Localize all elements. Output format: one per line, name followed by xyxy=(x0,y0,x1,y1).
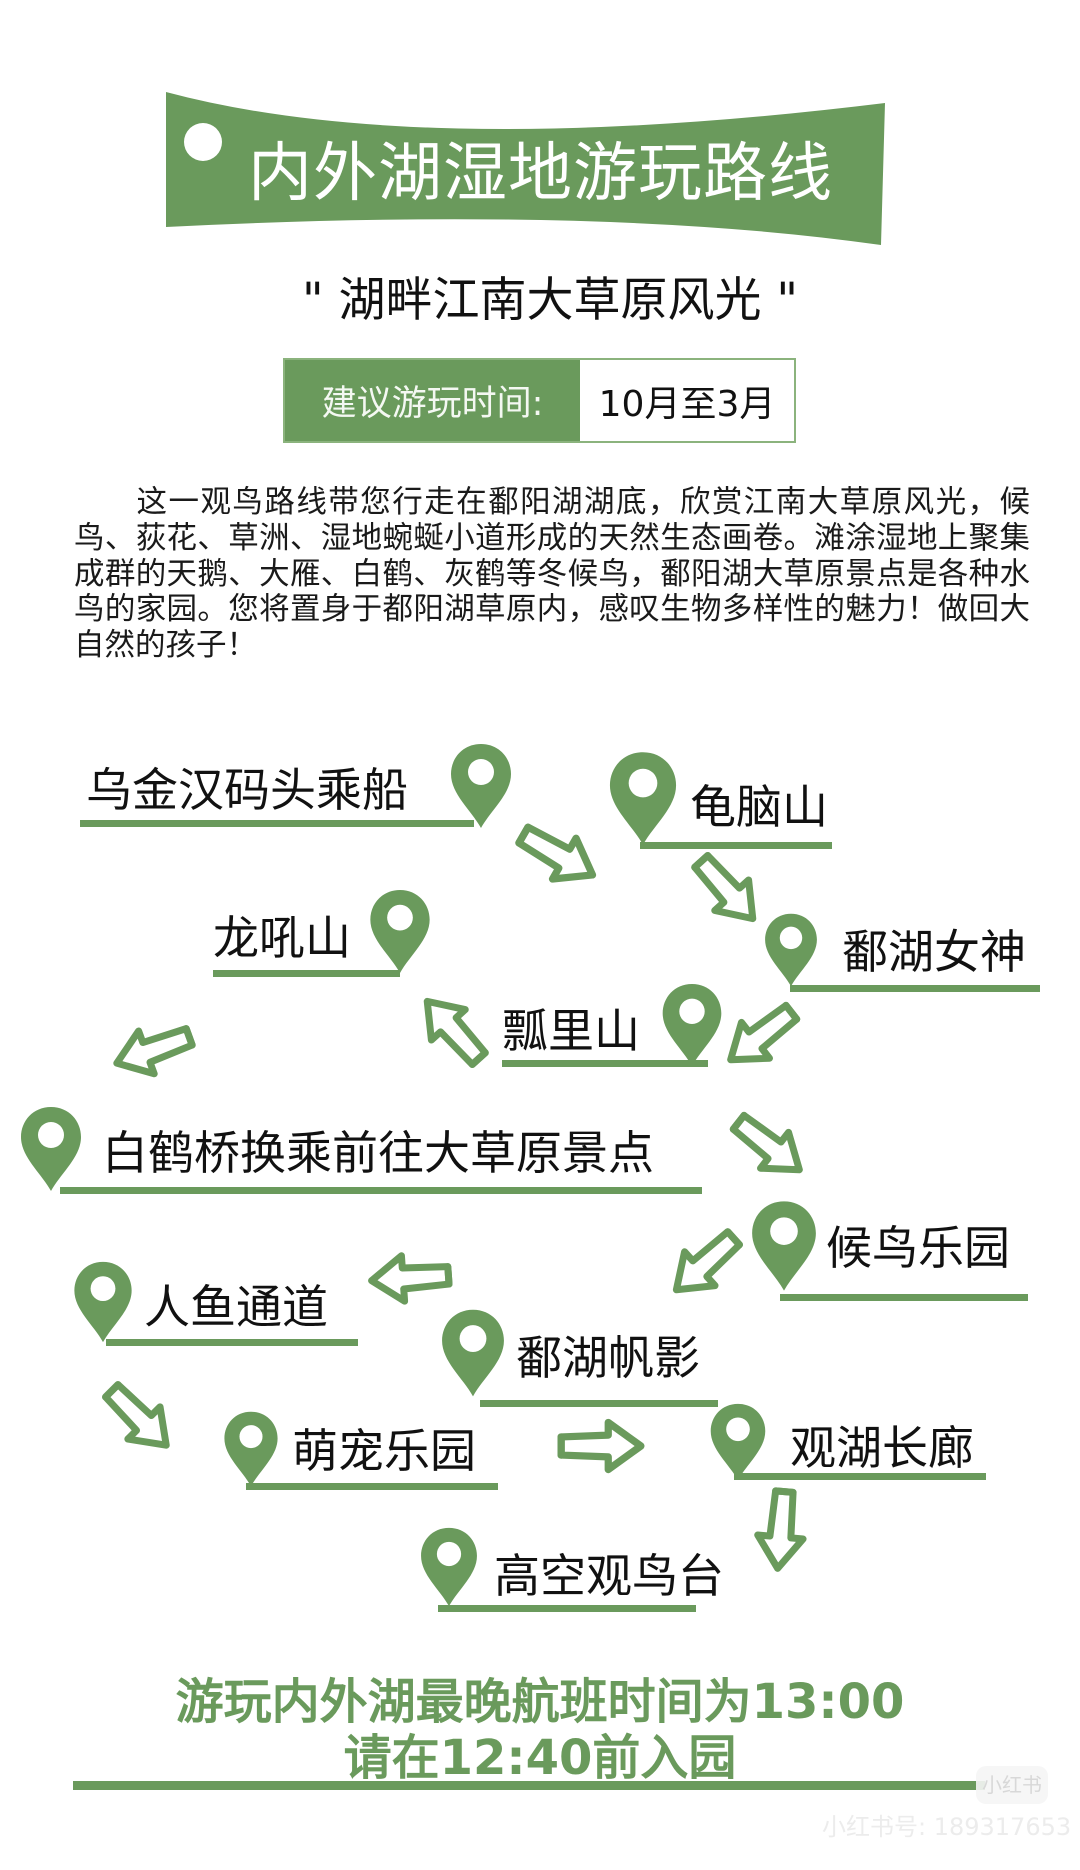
stop-label: 乌金汉码头乘船 xyxy=(86,763,408,817)
stop-label: 鄱湖帆影 xyxy=(516,1331,700,1385)
hollow-arrow-icon xyxy=(87,1366,190,1469)
stop-underline xyxy=(246,1483,498,1490)
hollow-arrow-icon xyxy=(402,978,504,1082)
stop-underline xyxy=(106,1339,358,1346)
stop-label: 瓢里山 xyxy=(502,1004,640,1058)
hollow-arrow-icon xyxy=(504,807,613,903)
stop-underline xyxy=(780,1294,1028,1301)
hollow-arrow-icon xyxy=(362,1247,458,1309)
suggested-time-box: 建议游玩时间: 10月至3月 xyxy=(283,358,796,443)
stop-underline xyxy=(213,970,400,977)
stop-label: 候鸟乐园 xyxy=(826,1221,1010,1275)
stop-label: 萌宠乐园 xyxy=(292,1424,476,1478)
suggested-time-label: 建议游玩时间: xyxy=(285,360,580,441)
intro-paragraph: 这一观鸟路线带您行走在鄱阳湖湖底，欣赏江南大草原风光，候鸟、荻花、草洲、湿地蜿蜒… xyxy=(74,485,1030,664)
suggested-time-value: 10月至3月 xyxy=(580,360,794,441)
stop-underline xyxy=(640,842,832,849)
stop-underline xyxy=(60,1187,702,1194)
page-title: 内外湖湿地游玩路线 xyxy=(248,137,833,211)
map-pin-icon xyxy=(368,888,432,975)
entry-deadline-notice: 请在12:40前入园 xyxy=(343,1730,737,1786)
watermark-badge: 小红书 xyxy=(976,1766,1048,1804)
hollow-arrow-icon xyxy=(749,1483,813,1578)
map-pin-icon xyxy=(658,982,726,1068)
watermark-account: 小红书号: 189317653 xyxy=(822,1813,1072,1841)
subtitle: " 湖畔江南大草原风光 " xyxy=(301,273,799,328)
hollow-arrow-icon xyxy=(653,1213,757,1315)
map-pin-icon xyxy=(446,742,516,830)
map-pin-icon xyxy=(440,1302,506,1404)
stop-label: 龟脑山 xyxy=(690,780,828,834)
stop-label: 鄱湖女神 xyxy=(842,925,1026,979)
hollow-arrow-icon xyxy=(555,1417,647,1475)
title-banner: 内外湖湿地游玩路线 xyxy=(0,0,1080,260)
bottom-divider xyxy=(73,1781,985,1790)
map-pin-icon xyxy=(72,1260,134,1344)
banner-ribbon-shape xyxy=(166,92,885,245)
stop-label: 高空观鸟台 xyxy=(494,1549,724,1603)
stop-label: 人鱼通道 xyxy=(144,1280,328,1334)
map-pin-icon xyxy=(750,1196,818,1296)
stop-underline xyxy=(480,1400,718,1407)
stop-underline xyxy=(790,985,1040,992)
stop-underline xyxy=(80,820,474,827)
map-pin-icon xyxy=(708,1402,768,1482)
map-pin-icon xyxy=(418,1526,480,1608)
map-pin-icon xyxy=(18,1105,84,1193)
last-ferry-notice: 游玩内外湖最晚航班时间为13:00 xyxy=(175,1674,905,1730)
stop-label: 观湖长廊 xyxy=(790,1421,974,1475)
map-pin-icon xyxy=(220,1410,282,1488)
stop-underline xyxy=(438,1605,696,1612)
map-pin-icon xyxy=(760,912,822,988)
stop-underline xyxy=(734,1473,986,1480)
hollow-arrow-icon xyxy=(716,1096,821,1196)
stop-label: 白鹤桥换乘前往大草原景点 xyxy=(102,1126,654,1180)
map-pin-icon xyxy=(605,750,681,847)
hollow-arrow-icon xyxy=(101,1008,205,1091)
stop-label: 龙吼山 xyxy=(213,911,351,965)
banner-dot-icon xyxy=(184,123,222,161)
stop-underline xyxy=(502,1060,708,1067)
